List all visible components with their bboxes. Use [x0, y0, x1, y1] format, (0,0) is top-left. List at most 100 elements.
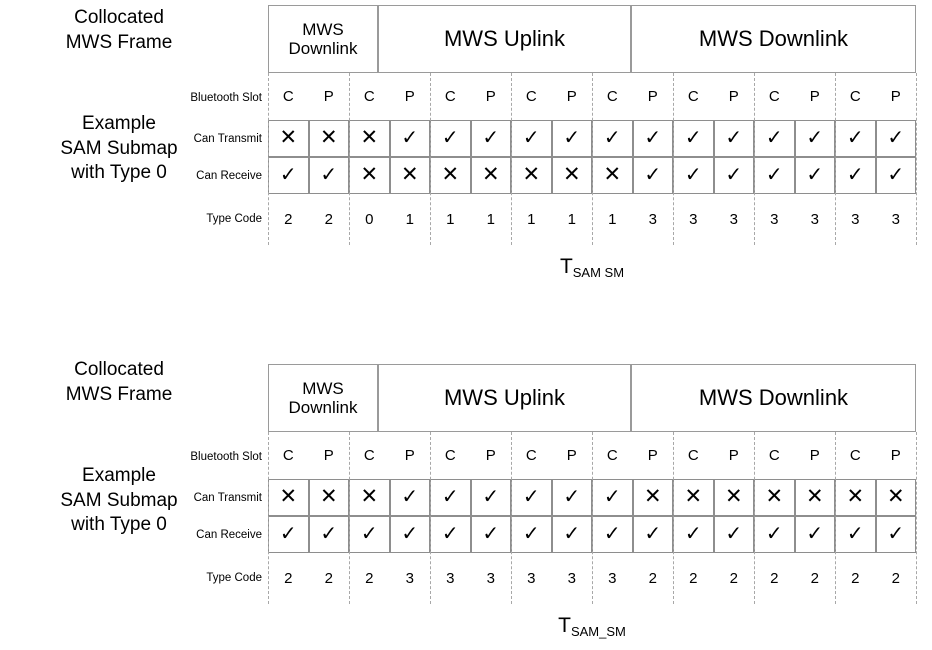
can-receive-cell: ✓ [835, 516, 876, 553]
can-transmit-cell: ✕ [754, 479, 795, 516]
caption-line: SAM Submap [60, 137, 178, 159]
type-code-cell: 1 [486, 211, 495, 228]
can-receive-cell: ✕ [592, 157, 633, 194]
can-transmit-cell: ✓ [673, 120, 714, 157]
mws-frame-header: MWS Downlink MWS Uplink MWS Downlink [268, 5, 916, 73]
can-receive-cell: ✓ [713, 516, 754, 553]
row-label-bluetooth-slot: Bluetooth Slot [190, 92, 262, 104]
type-code-cell: 2 [284, 211, 293, 228]
type-code-cell: 2 [851, 570, 860, 587]
type-code-cell: 3 [891, 211, 900, 228]
bluetooth-slot-cell: C [444, 88, 456, 105]
slot-pair-divider [835, 432, 836, 604]
can-transmit-cell: ✓ [511, 120, 552, 157]
header-mws-uplink: MWS Uplink [378, 364, 631, 432]
can-transmit-cell: ✓ [754, 120, 795, 157]
type-code-cell: 1 [608, 211, 617, 228]
can-receive-cell: ✓ [511, 516, 552, 553]
bluetooth-slot-cell: P [404, 88, 415, 105]
slot-pair-divider [349, 432, 350, 604]
header-mws-downlink-first: MWS Downlink [268, 5, 378, 73]
bluetooth-slot-cell: C [849, 447, 861, 464]
can-transmit-cell: ✕ [349, 479, 390, 516]
type-code-cell: 1 [567, 211, 576, 228]
slot-pair-divider [511, 432, 512, 604]
type-code-cell: 3 [851, 211, 860, 228]
can-transmit-cell: ✓ [389, 120, 430, 157]
can-transmit-cell: ✓ [835, 120, 876, 157]
type-code-cell: 1 [405, 211, 414, 228]
bluetooth-slot-cell: C [363, 447, 375, 464]
arrow-label-sub: SAM SM [572, 265, 625, 280]
caption-line: Collocated [74, 7, 164, 28]
bluetooth-slot-cell: P [323, 447, 334, 464]
bluetooth-slot-cell: P [890, 447, 901, 464]
bluetooth-slot-cell: P [809, 88, 820, 105]
slot-pair-divider [916, 432, 917, 604]
bluetooth-slot-cell: C [525, 88, 537, 105]
can-transmit-cell: ✓ [430, 479, 471, 516]
can-transmit-cell: ✓ [592, 479, 633, 516]
can-transmit-cell: ✓ [632, 120, 673, 157]
arrow-label-tsam: TSAM SM [268, 256, 916, 280]
type-code-cell: 3 [608, 570, 617, 587]
can-receive-cell: ✓ [875, 157, 916, 194]
bluetooth-slot-cell: P [809, 447, 820, 464]
caption-example-sam-submap: Example SAM Submap with Type 0 [4, 112, 234, 186]
can-receive-cell: ✓ [470, 516, 511, 553]
header-label-line: MWS [302, 378, 344, 398]
type-code-cell: 3 [770, 211, 779, 228]
can-transmit-cell: ✓ [794, 120, 835, 157]
mws-frame-header: MWS Downlink MWS Uplink MWS Downlink [268, 364, 916, 432]
can-transmit-cell: ✕ [268, 120, 309, 157]
row-label-can-transmit: Can Transmit [193, 492, 262, 504]
can-transmit-cell: ✓ [592, 120, 633, 157]
bluetooth-slot-cell: P [404, 447, 415, 464]
caption-line: with Type 0 [71, 162, 167, 184]
sam-submap-diagram-bottom: Collocated MWS Frame Example SAM Submap … [0, 340, 932, 650]
can-receive-cell: ✓ [551, 516, 592, 553]
caption-line: Collocated [74, 359, 164, 380]
type-code-cell: 3 [567, 570, 576, 587]
can-transmit-cell: ✕ [673, 479, 714, 516]
can-receive-cell: ✕ [389, 157, 430, 194]
slot-pair-divider [916, 73, 917, 245]
bluetooth-slot-cell: C [363, 88, 375, 105]
can-receive-cell: ✕ [551, 157, 592, 194]
can-receive-cell: ✓ [754, 157, 795, 194]
caption-collocated-mws-frame: Collocated MWS Frame [4, 6, 234, 55]
can-receive-cell: ✓ [308, 516, 349, 553]
can-receive-row: ✓✓✕✕✕✕✕✕✕✓✓✓✓✓✓✓ [268, 157, 916, 194]
can-transmit-cell: ✕ [308, 479, 349, 516]
type-code-cell: 2 [689, 570, 698, 587]
can-receive-cell: ✕ [430, 157, 471, 194]
type-code-cell: 2 [648, 570, 657, 587]
can-receive-cell: ✓ [308, 157, 349, 194]
can-receive-cell: ✓ [592, 516, 633, 553]
type-code-cell: 3 [810, 211, 819, 228]
can-transmit-cell: ✓ [551, 120, 592, 157]
bluetooth-slot-cell: C [444, 447, 456, 464]
row-label-type-code: Type Code [206, 213, 262, 225]
row-label-type-code: Type Code [206, 572, 262, 584]
can-transmit-cell: ✓ [551, 479, 592, 516]
bluetooth-slot-cell: C [849, 88, 861, 105]
can-receive-cell: ✓ [794, 516, 835, 553]
type-code-cell: 3 [648, 211, 657, 228]
caption-line: MWS Frame [65, 31, 173, 53]
caption-example-sam-submap: Example SAM Submap with Type 0 [4, 464, 234, 538]
bluetooth-slot-cell: P [728, 447, 739, 464]
can-transmit-cell: ✕ [835, 479, 876, 516]
type-code-cell: 3 [486, 570, 495, 587]
can-transmit-cell: ✕ [713, 479, 754, 516]
header-label-line: Downlink [288, 398, 358, 417]
slot-pair-divider [754, 432, 755, 604]
can-receive-cell: ✓ [754, 516, 795, 553]
can-receive-cell: ✕ [349, 157, 390, 194]
can-transmit-cell: ✕ [794, 479, 835, 516]
can-transmit-row: ✕✕✕✓✓✓✓✓✓✓✓✓✓✓✓✓ [268, 120, 916, 157]
